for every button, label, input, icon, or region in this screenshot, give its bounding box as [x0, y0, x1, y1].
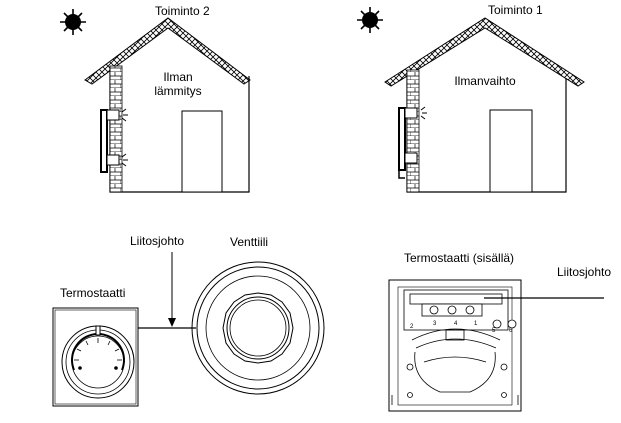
- terminal-number: 6: [509, 328, 513, 334]
- terminal-number: 1: [474, 321, 478, 327]
- label-cable: Liitosjohto: [130, 234, 184, 248]
- terminal-block: [403, 289, 517, 331]
- label-thermostat: Termostaatti: [60, 286, 125, 300]
- terminal-number: 2: [410, 324, 414, 330]
- brick-wall-left: [109, 65, 123, 193]
- airflow-icon-right: [420, 106, 427, 120]
- terminal-number: 5: [492, 328, 496, 334]
- vent-unit-left: [100, 109, 120, 173]
- label-thermostat-inside: Termostaatti (sisällä): [404, 251, 514, 265]
- dial-dot-right-icon: [114, 366, 118, 370]
- label-cable-right: Liitosjohto: [557, 265, 611, 279]
- roof-left: [84, 17, 251, 85]
- brick-wall-right: [406, 69, 420, 193]
- valve: [191, 261, 325, 395]
- house-right: Toiminto 1 Ilmanvaihto: [357, 3, 585, 193]
- sun-icon: [60, 9, 86, 35]
- house-left: Toiminto 2 Ilman lämmitys: [60, 4, 251, 193]
- thermostat-box-inner: [54, 309, 137, 405]
- terminal-numbers: 3 4 1 5 6 2: [410, 321, 513, 334]
- door-left: [181, 110, 223, 193]
- cable-leader-arrow: [168, 252, 176, 327]
- thermostat-box: [52, 307, 139, 407]
- door-right: [489, 109, 533, 193]
- house-left-text-line1: Ilman: [163, 70, 192, 84]
- roof-right: [384, 17, 585, 87]
- thermostat-housing-inner: [397, 286, 513, 406]
- mounting-screw-icons: [406, 363, 508, 398]
- wall-right-house: [406, 70, 567, 193]
- terminal-number: 3: [433, 321, 437, 327]
- dial-ticks: [74, 338, 122, 361]
- house-right-text: Ilmanvaihto: [454, 74, 516, 88]
- thermostat-inside-assembly: Termostaatti (sisällä) Liitosjohto 3 4 1…: [388, 251, 611, 412]
- label-valve: Venttiili: [230, 235, 268, 249]
- thermostat-mechanism: [411, 328, 501, 393]
- airflow-icon: [121, 108, 128, 167]
- house-left-caption: Toiminto 2: [155, 4, 210, 18]
- house-right-caption: Toiminto 1: [488, 3, 543, 17]
- house-left-text-line2: lämmitys: [154, 84, 201, 98]
- terminal-number: 4: [454, 321, 458, 327]
- thermostat-valve-assembly: Liitosjohto Venttiili Termostaatti: [52, 234, 325, 407]
- vent-unit-right: [398, 107, 418, 179]
- housing-edge-marks: [391, 395, 519, 405]
- sun-icon-right: [357, 7, 383, 33]
- dial-dot-left-icon: [78, 366, 82, 370]
- dial-marker-icon: [95, 325, 101, 336]
